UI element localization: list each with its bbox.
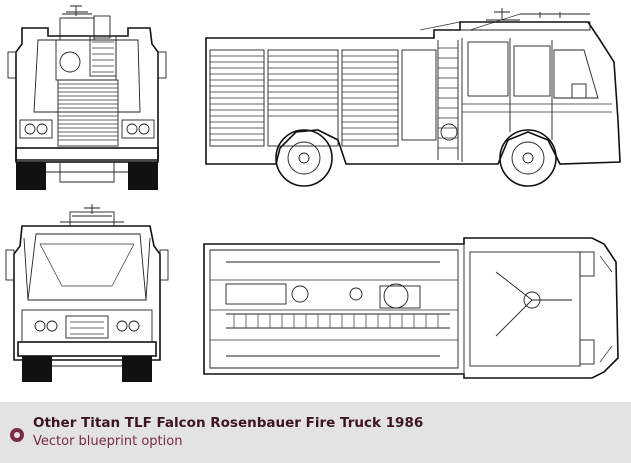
top-view: [203, 237, 619, 379]
front-view: [7, 5, 167, 190]
vehicle-title[interactable]: Other Titan TLF Falcon Rosenbauer Fire T…: [33, 415, 424, 431]
caption-bar: Other Titan TLF Falcon Rosenbauer Fire T…: [0, 402, 631, 463]
rear-view: [5, 204, 169, 382]
side-view: [205, 8, 621, 187]
blueprint-drawing: [5, 5, 621, 382]
blueprint-option-label[interactable]: Vector blueprint option: [33, 434, 183, 449]
radio-selected-icon[interactable]: [10, 428, 24, 442]
